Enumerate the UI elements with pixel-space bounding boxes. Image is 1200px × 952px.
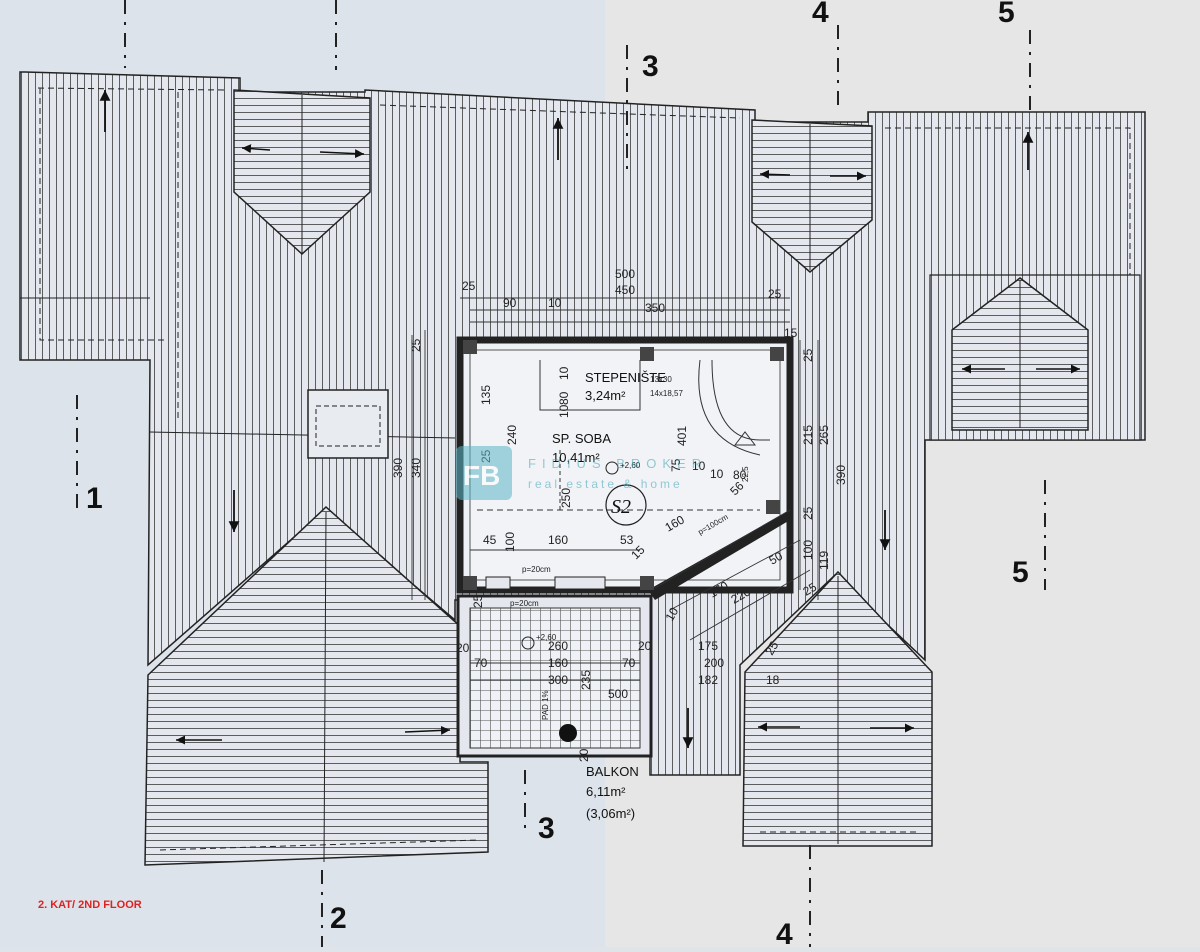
dim-10-diag: 10 [662,605,681,624]
room-block [456,336,794,600]
stairs-name: STEPENIŠTE [585,370,666,385]
dim-15-right: 15 [784,326,798,340]
dim-215: 215 [801,425,815,445]
dim-balcony-25: 25 [471,594,485,608]
dim-200: 200 [704,656,724,670]
dim-175: 175 [698,639,718,653]
dim-45: 45 [483,533,497,547]
dim-balcony-500: 500 [608,687,628,701]
dim-10-top: 10 [548,296,562,310]
watermark-logo-box [456,446,512,500]
balcony-net-area: (3,06m²) [586,806,635,821]
watermark: FB FIDIUS BROKER real estate & home [456,446,707,500]
axis-label-5-right: 5 [1012,556,1029,589]
drain-slope: PAD 1% [541,690,550,720]
dim-500: 500 [615,267,635,281]
dormer-right [929,274,1141,441]
axis-label-1: 1 [86,482,103,515]
dim-265: 265 [817,425,831,445]
balcony-area: 6,11m² [586,784,626,799]
dim-25-top-left: 25 [462,279,476,293]
axis-lines [76,0,1046,947]
dim-balcony-235: 235 [579,670,593,690]
floor-caption: 2. KAT/ 2ND FLOOR [38,899,142,911]
dim-balcony-20-left: 20 [456,641,470,655]
dim-25-diag: 25 [801,580,820,599]
dormer-top-left [233,89,371,256]
dim-350: 350 [645,301,665,315]
bedroom-area: 10,41m² [552,450,600,465]
dim-340-left: 340 [409,458,423,478]
step-height-a: p=20cm [522,565,551,574]
dimension-lines [411,297,819,681]
axis-label-3-bottom: 3 [538,812,555,845]
watermark-logo: FB [463,460,500,491]
axis-label-2: 2 [330,902,347,935]
dim-50-diag: 50 [767,549,786,568]
axis-label-5-top: 5 [998,0,1015,29]
dim-53: 53 [620,533,634,547]
dim-10-d: 10 [710,467,724,481]
dim-balcony-260: 260 [548,639,568,653]
dim-119: 119 [817,551,831,570]
dim-135: 135 [479,385,493,405]
level-bedroom: +2,60 [620,461,641,470]
gable-bottom-right [742,570,933,847]
dim-10-c: 10 [692,459,706,473]
dim-balcony-300: 300 [548,673,568,687]
bedroom-tag: S2 [611,496,631,518]
dormer-top-right [751,119,873,273]
window-size-a: 13x30 [650,375,672,384]
balcony [456,594,653,758]
dim-80-stairs: 80 [557,391,571,405]
dim-25-left: 25 [409,338,423,352]
dim-25-gable: 25 [762,639,781,658]
roof-slope-arrows [99,90,1034,748]
dim-25-top-right: 25 [768,287,782,301]
dim-25-right: 25 [801,348,815,362]
dim-25-right-b: 25 [801,506,815,520]
dim-10-stairs: 10 [557,366,571,380]
dim-182: 182 [698,673,718,687]
window-size-c: 22,5 [741,466,750,482]
step-height-b: p=20cm [510,599,539,608]
axis-label-4-top: 4 [812,0,829,29]
dim-240: 240 [505,425,519,445]
watermark-line1: FIDIUS BROKER [528,456,707,471]
dim-90: 90 [503,296,517,310]
bedroom-name: SP. SOBA [552,431,611,446]
dim-160-inner: 160 [548,533,568,547]
dim-18: 18 [766,673,780,687]
dim-balcony-160: 160 [548,656,568,670]
dim-100-inner: 100 [503,532,517,552]
stairs-area: 3,24m² [585,388,626,403]
gable-bottom-left [144,505,489,866]
dim-75: 75 [669,458,683,472]
balcony-name: BALKON [586,764,639,779]
dim-10-stairs-b: 10 [557,404,571,418]
window-size-b: 14x18,57 [650,389,683,398]
dim-390-left: 390 [391,458,405,478]
dim-balcony-20-bottom: 20 [577,748,591,762]
level-balcony: +2,60 [536,633,557,642]
axis-label-4-bottom: 4 [776,918,793,947]
axis-label-3-top: 3 [642,50,659,83]
dim-250: 250 [559,488,573,508]
dim-balcony-20-right: 20 [638,639,652,653]
dim-450: 450 [615,283,635,297]
dim-balcony-70-right: 70 [622,656,636,670]
dim-401: 401 [675,426,689,446]
watermark-line2: real estate & home [528,477,683,491]
chimney [307,389,389,459]
dim-balcony-70-left: 70 [474,656,488,670]
dim-80-b: 80 [733,468,747,482]
dim-100-right: 100 [801,540,815,560]
dim-390-right: 390 [834,465,848,485]
